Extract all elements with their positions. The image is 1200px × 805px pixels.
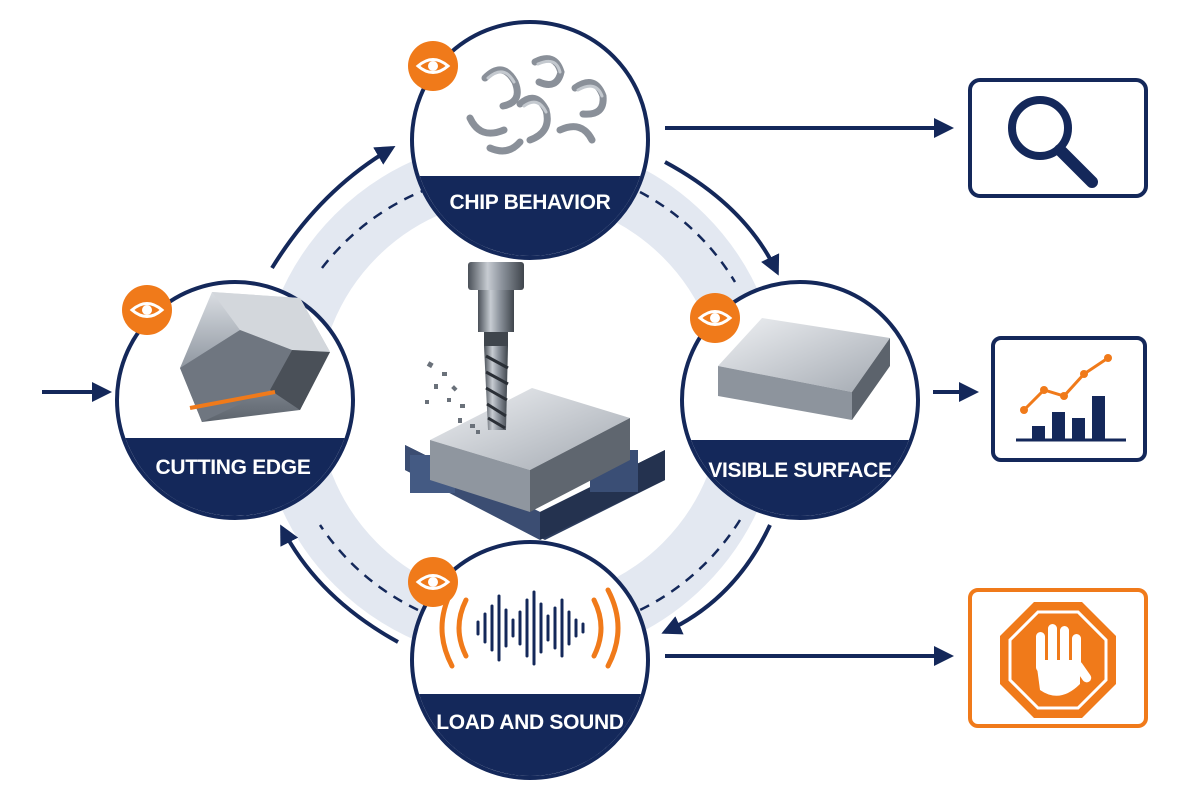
- magnifier-icon: [1008, 96, 1098, 188]
- metal-block-surface-icon: [718, 318, 890, 420]
- stop-hand-icon: [1000, 602, 1116, 718]
- output-inspect: [968, 78, 1148, 198]
- output-stop: [968, 588, 1148, 728]
- end-mill-cutting-workpiece-icon: [405, 262, 665, 540]
- arrow-load-to-edge: [280, 524, 399, 644]
- node-label-visible-surface: VISIBLE SURFACE: [708, 459, 892, 482]
- arrow-surface-to-load: [661, 524, 772, 635]
- rising-bar-chart-icon: [1016, 354, 1126, 442]
- arrow-chip-to-surface: [664, 160, 780, 276]
- node-cutting-edge: [115, 280, 355, 520]
- eye-icon: [122, 285, 172, 335]
- output-trend: [991, 336, 1147, 462]
- eye-icon: [690, 293, 740, 343]
- io-arrows: [42, 118, 979, 666]
- cutting-insert-icon: [180, 292, 330, 422]
- eye-icon: [408, 41, 458, 91]
- eye-icon: [408, 557, 458, 607]
- dashed-arc-edge-to-chip: [321, 188, 426, 269]
- eye-badges: [122, 41, 740, 607]
- node-label-load-and-sound: LOAD AND SOUND: [436, 711, 624, 734]
- arrow-edge-to-chip: [270, 145, 396, 270]
- outer-cycle-arrows: [270, 145, 780, 644]
- node-visible-surface: [680, 280, 920, 520]
- inner-dashed-loop: [318, 188, 742, 612]
- node-label-chip-behavior: CHIP BEHAVIOR: [449, 191, 611, 214]
- dashed-arc-load-to-edge: [318, 524, 419, 612]
- node-label-cutting-edge: CUTTING EDGE: [155, 456, 311, 479]
